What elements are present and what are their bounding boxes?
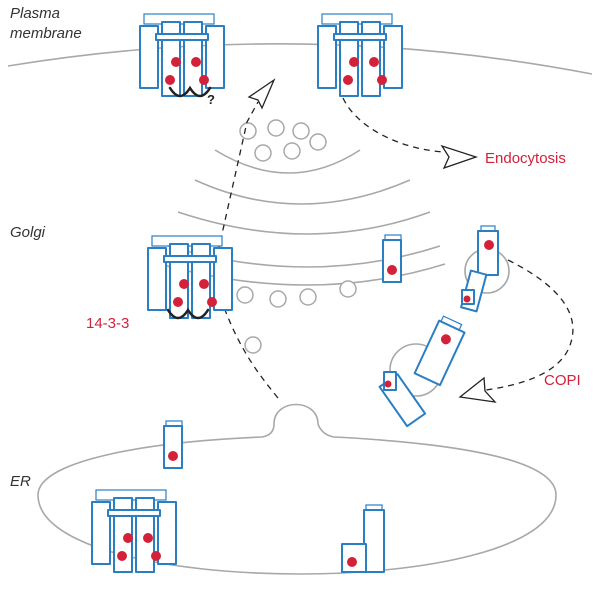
label-plasma-membrane-line2: membrane [10,25,82,42]
channel-tetramer-er [91,489,177,573]
label-golgi: Golgi [10,224,46,241]
label-question-mark: ? [207,92,215,107]
channel-subunit-golgi [382,234,402,283]
path-er-to-golgi [224,309,279,399]
path-endocytosis [342,97,446,153]
path-copi-retrieval [485,259,574,391]
copi-cargo-lower [378,315,466,428]
path-golgi-to-plasma-membrane [217,101,259,253]
label-14-3-3: 14-3-3 [86,315,129,332]
golgi-cisterna-2 [194,179,411,205]
golgi-cisterna-1 [214,149,361,174]
arrowhead-endocytosis [440,144,479,170]
channel-subunit-pair-er [341,504,385,573]
vesicle-row-golgi [236,280,357,308]
channel-tetramer-plasma-right [317,13,403,97]
copi-cargo-upper [460,225,499,313]
label-copi: COPI [544,372,581,389]
label-er: ER [10,473,31,490]
vesicle-cluster-top [239,119,327,162]
arrowhead-to-plasma-membrane [247,78,276,110]
adaptor-bracket-plasma [168,85,212,98]
arrowhead-copi [458,376,497,403]
golgi-cisterna-3 [177,211,431,235]
plasma-membrane [7,43,593,75]
label-endocytosis: Endocytosis [485,150,566,167]
channel-subunit-er-vesicle [163,420,183,469]
channel-tetramer-plasma-left [139,13,225,97]
channel-tetramer-golgi [147,235,233,319]
adaptor-bracket-golgi [166,307,210,320]
er-membrane [37,403,557,575]
vesicle-lower [244,336,262,354]
label-plasma-membrane-line1: Plasma [10,5,60,22]
